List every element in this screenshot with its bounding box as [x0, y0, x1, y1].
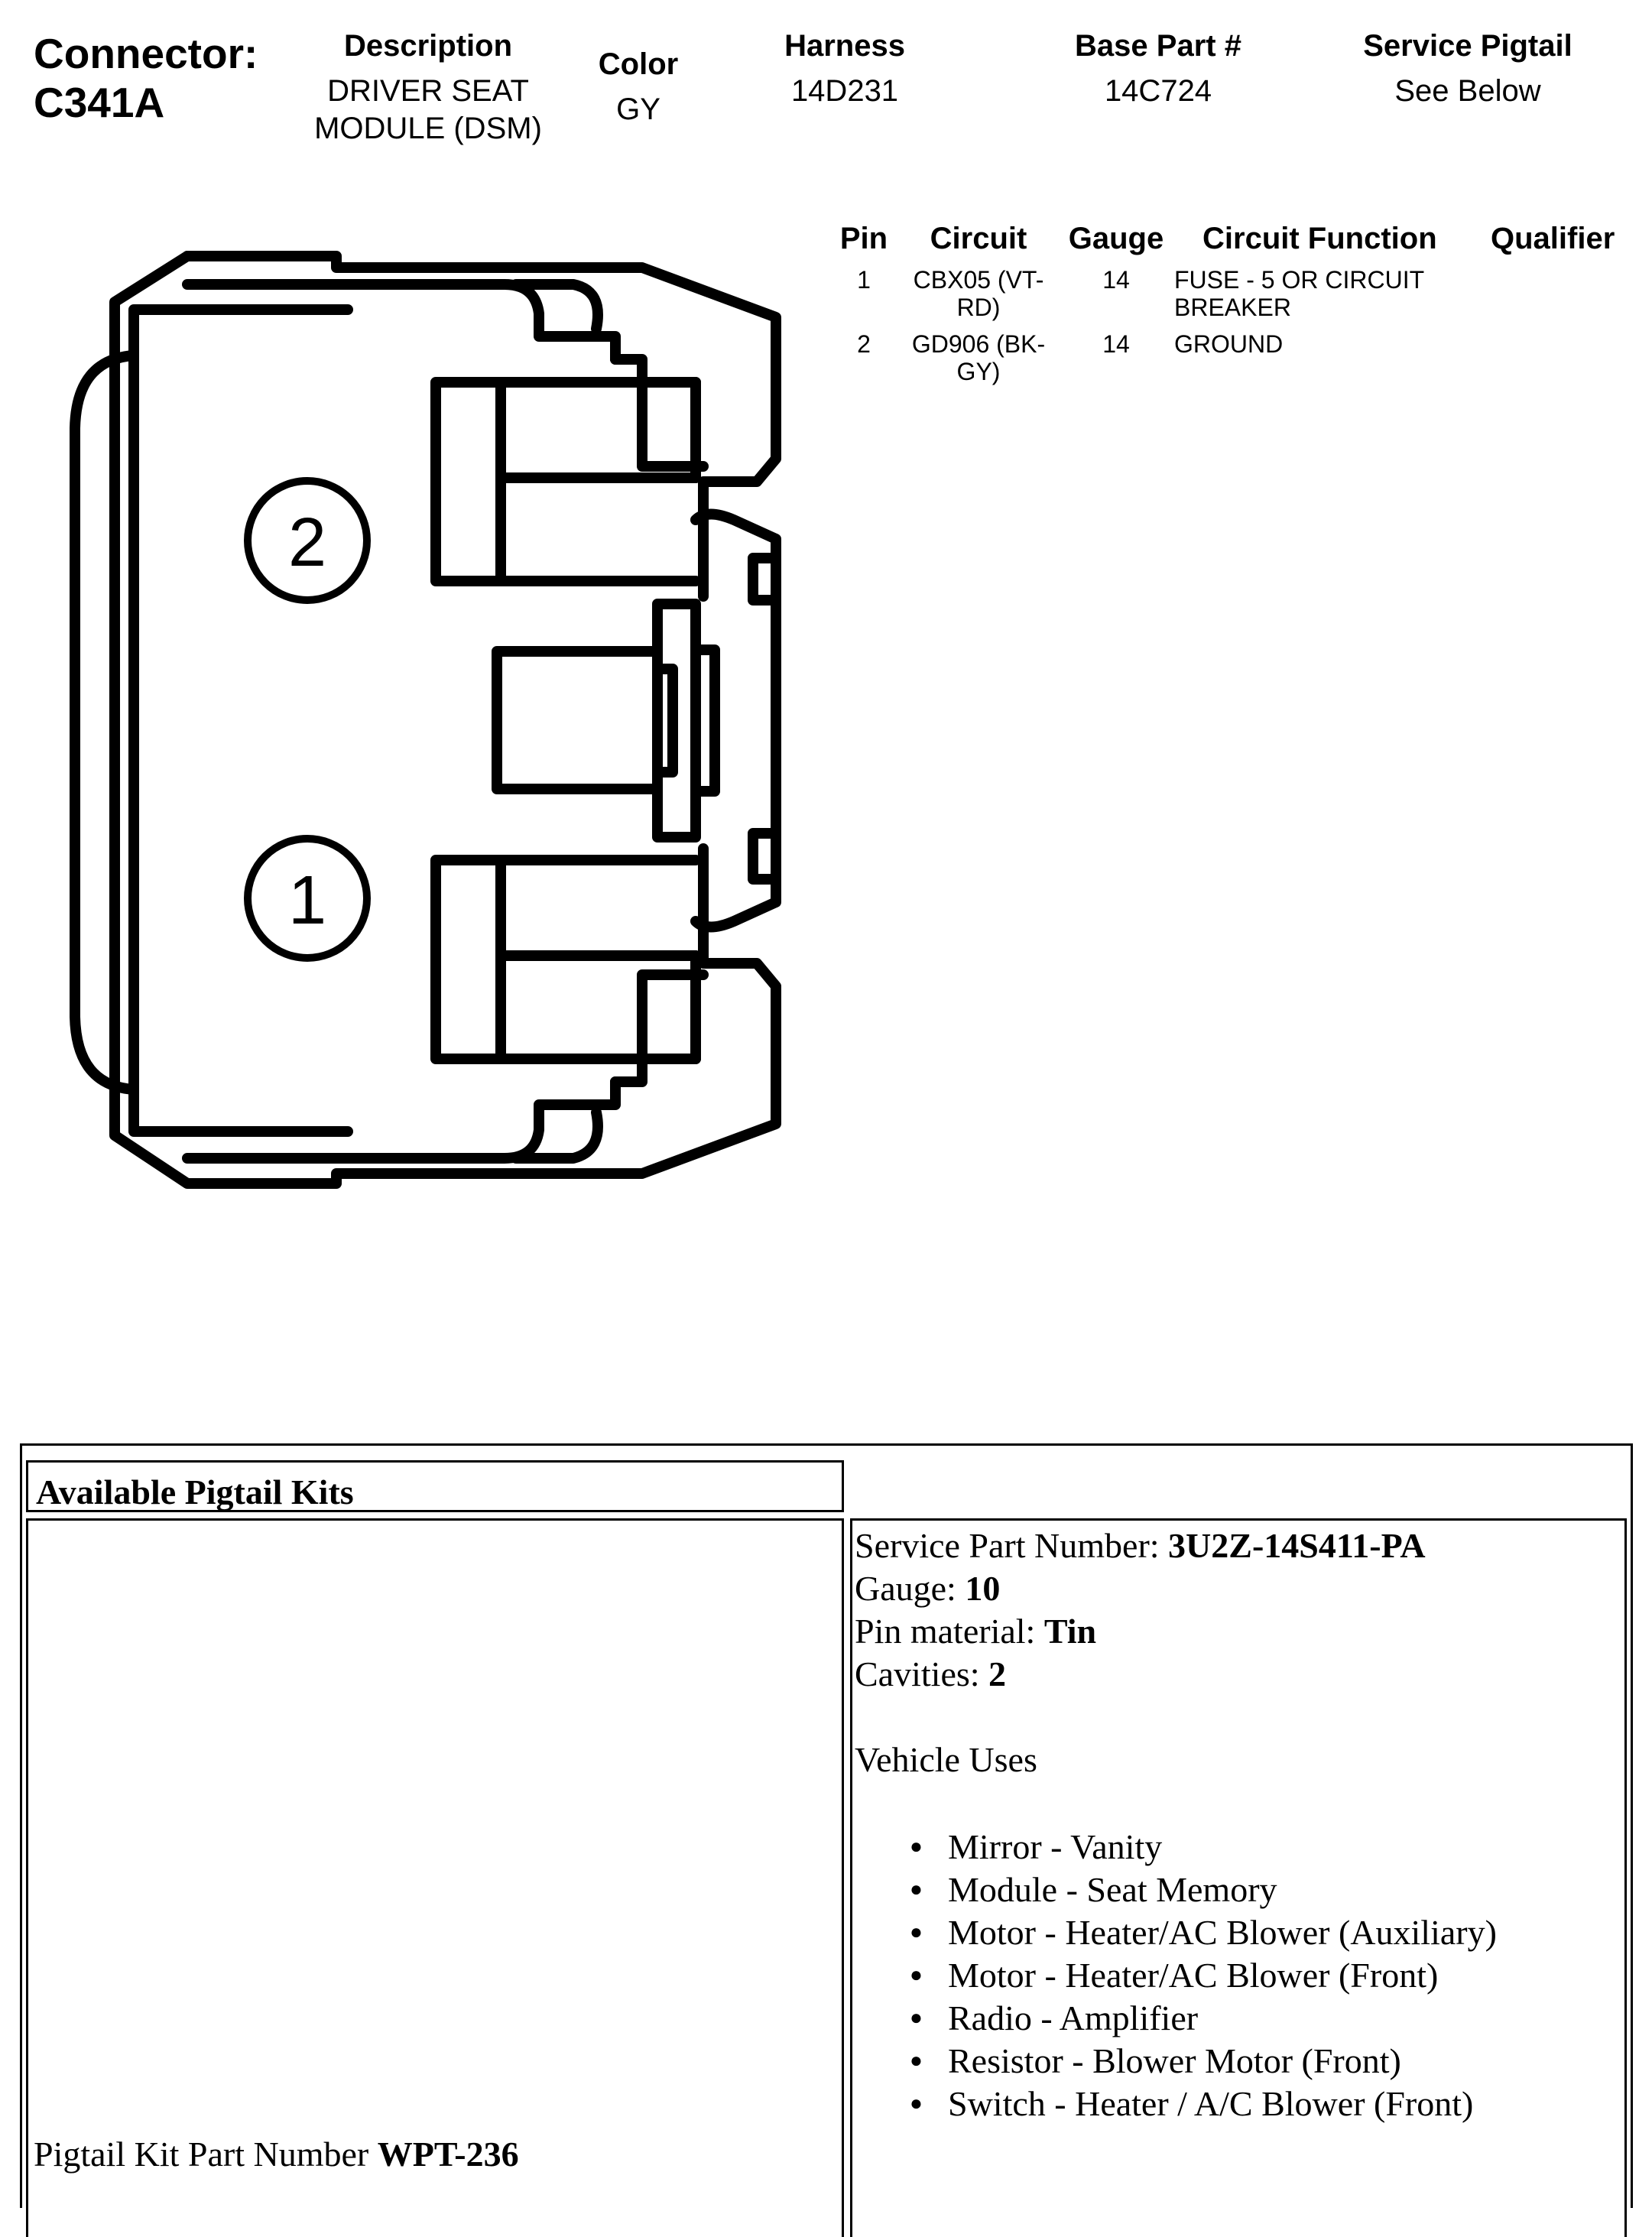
terminal-cavity-pin-2: [430, 377, 701, 586]
pin-row-1-function: FUSE - 5 OR CIRCUIT BREAKER: [1174, 266, 1449, 321]
pigtail-gauge: Gauge: 10: [855, 1567, 1000, 1610]
vehicle-use-item: Resistor - Blower Motor (Front): [910, 2040, 1497, 2083]
gauge-label: Gauge:: [855, 1569, 966, 1608]
circuit-function-header: Circuit Function: [1202, 222, 1437, 255]
color-value: GY: [616, 93, 660, 126]
vehicle-uses-list: Mirror - Vanity Module - Seat Memory Mot…: [910, 1826, 1497, 2125]
pin-row-2-pin: 2: [857, 330, 871, 358]
harness-column: Harness 14D231: [734, 28, 956, 110]
vehicle-use-item: Motor - Heater/AC Blower (Auxiliary): [910, 1911, 1497, 1954]
pin-material-label: Pin material:: [855, 1612, 1044, 1651]
description-column: Description DRIVER SEAT MODULE (DSM): [290, 28, 566, 148]
pin-2-marker: 2: [244, 477, 371, 604]
pin-1-marker: 1: [244, 835, 371, 962]
pin-row-2-circuit: GD906 (BK- GY): [902, 330, 1055, 385]
pigtail-table-frame: [20, 1443, 1633, 2208]
service-pigtail-label: Service Pigtail: [1363, 29, 1572, 63]
pin-row-1-function-line-2: BREAKER: [1174, 294, 1291, 321]
service-pigtail-value: See Below: [1394, 74, 1541, 108]
pin-header: Pin: [839, 222, 888, 255]
pin-1-label: 1: [288, 862, 326, 939]
service-part-label: Service Part Number:: [855, 1526, 1169, 1565]
pin-row-2-circuit-line-1: GD906 (BK-: [911, 330, 1046, 358]
vehicle-use-item: Module - Seat Memory: [910, 1868, 1497, 1911]
kit-part-label: Pigtail Kit Part Number: [34, 2135, 378, 2174]
base-part-value: 14C724: [1104, 74, 1212, 108]
pin-row-1-pin: 1: [857, 266, 871, 294]
pigtail-details-cell: [850, 1518, 1627, 2237]
vehicle-uses-heading: Vehicle Uses: [855, 1740, 1037, 1779]
pin-2-label: 2: [288, 505, 326, 581]
cavities-label: Cavities:: [855, 1654, 989, 1693]
service-part-number: Service Part Number: 3U2Z-14S411-PA: [855, 1524, 1426, 1567]
pin-row-2-gauge: 14: [1102, 330, 1130, 358]
description-line-1: DRIVER SEAT: [327, 74, 529, 108]
available-pigtail-kits-heading: Available Pigtail Kits: [26, 1460, 844, 1512]
connector-housing: [70, 251, 781, 1189]
pin-row-1-function-line-1: FUSE - 5 OR CIRCUIT: [1174, 266, 1425, 294]
service-part-value: 3U2Z-14S411-PA: [1168, 1526, 1426, 1565]
pin-row-2-circuit-line-2: GY): [956, 358, 1001, 385]
gauge-value: 10: [965, 1569, 1001, 1608]
pin-row-1-circuit-line-1: CBX05 (VT-: [913, 266, 1044, 294]
vehicle-use-item: Motor - Heater/AC Blower (Front): [910, 1954, 1497, 1997]
pigtail-image-cell: [26, 1518, 844, 2237]
qualifier-header: Qualifier: [1491, 222, 1615, 255]
cavities-value: 2: [988, 1654, 1007, 1693]
base-part-column: Base Part # 14C724: [1036, 28, 1280, 110]
vehicle-use-item: Mirror - Vanity: [910, 1826, 1497, 1868]
connector-id: C341A: [34, 79, 165, 126]
harness-label: Harness: [784, 29, 905, 63]
description-label: Description: [343, 29, 513, 63]
connector-face-diagram: 2 1: [70, 251, 781, 1189]
pin-material: Pin material: Tin: [855, 1610, 1096, 1653]
circuit-header: Circuit: [930, 222, 1027, 255]
base-part-label: Base Part #: [1075, 29, 1241, 63]
connector-label: Connector:: [34, 30, 258, 77]
pin-material-value: Tin: [1043, 1612, 1097, 1651]
cavities: Cavities: 2: [855, 1653, 1006, 1696]
color-label: Color: [598, 47, 679, 81]
harness-value: 14D231: [790, 74, 899, 108]
pin-row-2-function: GROUND: [1174, 330, 1449, 358]
gauge-header: Gauge: [1068, 222, 1164, 255]
vehicle-use-item: Switch - Heater / A/C Blower (Front): [910, 2083, 1497, 2125]
pin-row-1-circuit: CBX05 (VT- RD): [902, 266, 1055, 321]
terminal-cavity-pin-1: [430, 855, 701, 1064]
kit-part-value: WPT-236: [377, 2135, 519, 2174]
pin-row-1-gauge: 14: [1102, 266, 1130, 294]
pin-row-1-circuit-line-2: RD): [956, 294, 1001, 321]
pigtail-kit-part-number: Pigtail Kit Part Number WPT-236: [34, 2133, 519, 2176]
service-pigtail-column: Service Pigtail See Below: [1330, 28, 1605, 110]
pin-row-2-function-line-1: GROUND: [1174, 330, 1284, 358]
color-column: Color GY: [573, 46, 703, 128]
connector-title: Connector: C341A: [34, 29, 286, 127]
description-line-2: MODULE (DSM): [314, 112, 542, 145]
center-latch: [492, 508, 781, 933]
vehicle-use-item: Radio - Amplifier: [910, 1997, 1497, 2040]
